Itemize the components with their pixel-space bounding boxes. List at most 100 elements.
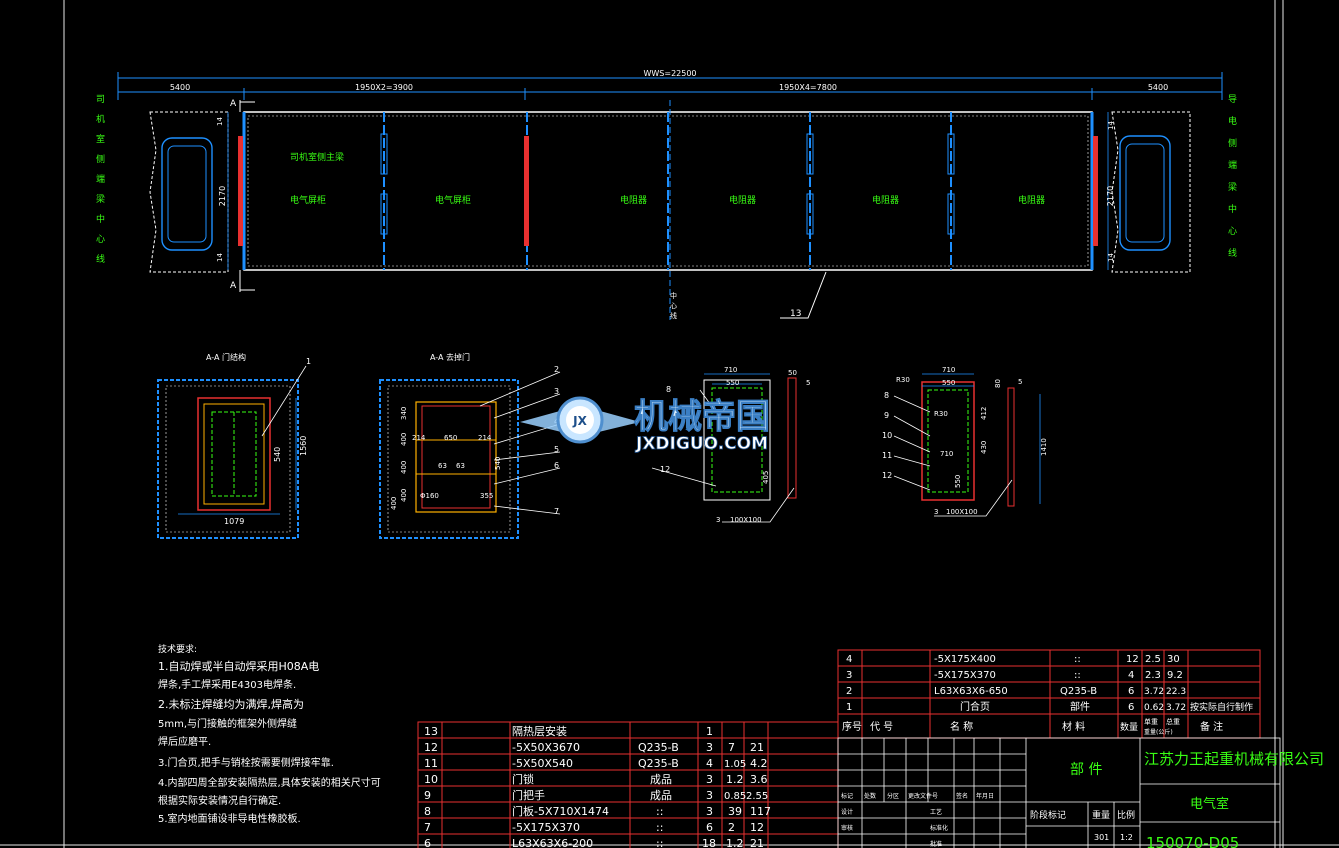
svg-text:L63X63X6-200: L63X63X6-200 (512, 837, 593, 848)
left-side-label: 司 机 室 侧 端 梁 中 心 线 (96, 94, 105, 265)
svg-text:21: 21 (750, 741, 764, 754)
svg-text:心: 心 (96, 234, 105, 245)
svg-text:材 料: 材 料 (1062, 720, 1085, 733)
svg-text:审核: 审核 (841, 824, 853, 832)
view4-callout-8: 8 (884, 391, 889, 400)
right-end-dim-text: 5400 (1148, 83, 1168, 92)
svg-text:-5X175X370: -5X175X370 (934, 670, 996, 681)
svg-text:::: :: (656, 805, 663, 818)
overall-dim-text: WWS=22500 (643, 69, 696, 78)
view4-dim-r30b: R30 (934, 410, 948, 418)
svg-text:年月日: 年月日 (976, 792, 994, 800)
view2-dim-400b: 400 (400, 461, 408, 474)
svg-text:心: 心 (1228, 226, 1237, 237)
svg-text:序号: 序号 (842, 720, 862, 733)
view2-dim-340: 340 (400, 407, 408, 420)
svg-text:::: :: (1074, 654, 1081, 665)
view2-dim-214a: 214 (412, 434, 426, 442)
svg-text:Q235-B: Q235-B (638, 757, 679, 770)
view4-dim-1410: 1410 (1040, 438, 1048, 456)
view1-h1: 1560 (299, 436, 308, 456)
view2-dim-355: 355 (480, 492, 493, 500)
view2-dim-63a: 63 (438, 462, 447, 470)
drawing-name: 电气室 (1190, 796, 1229, 812)
edge-dim-tr: 14 (1107, 121, 1115, 130)
svg-text:签名: 签名 (956, 792, 968, 800)
edge-dim-bl: 14 (216, 253, 224, 262)
svg-text:2.3: 2.3 (1145, 670, 1161, 681)
svg-text:门把手: 门把手 (512, 788, 545, 802)
company-name: 江苏力王起重机械有限公司 (1144, 750, 1324, 768)
view3-callout-12: 12 (660, 465, 670, 474)
svg-text:名 称: 名 称 (950, 720, 973, 733)
section-view-door[interactable]: A-A 门结构 1 1079 1560 540 (157, 352, 311, 539)
plan-view[interactable]: WWS=22500 5400 1950X2=3900 1950X4=7800 5… (96, 69, 1237, 320)
svg-text:1.05: 1.05 (724, 759, 746, 770)
svg-text:0.62: 0.62 (1144, 703, 1164, 713)
watermark-logo: JX 机械帝国 JXDIGUO.COM (520, 396, 771, 454)
svg-text:::: :: (656, 821, 663, 834)
door-detail-view[interactable]: 710 550 50 5 405 8 12 3 100X100 (651, 366, 810, 524)
room-item-2: 电气屏柜 (435, 194, 471, 206)
svg-text:3.6: 3.6 (750, 773, 768, 786)
edge-dim-br: 14 (1107, 253, 1115, 262)
svg-text:4: 4 (846, 654, 852, 665)
svg-text:4.2: 4.2 (750, 757, 768, 770)
section-view-frame[interactable]: A-A 去掉门 650 214 214 63 63 340 400 400 40… (379, 352, 561, 539)
bom-upper-table: 4 -5X175X400 :: 12 2.5 30 3 -5X175X370 :… (837, 649, 1261, 739)
svg-text:室: 室 (96, 133, 105, 145)
svg-text:机: 机 (96, 113, 105, 125)
view4-callout-leaders (893, 395, 931, 491)
svg-text:设计: 设计 (841, 808, 853, 816)
tech-note-line: 焊条,手工焊采用E4303电焊条. (158, 678, 296, 691)
svg-text:10: 10 (424, 773, 438, 786)
view2-callout-7: 7 (554, 507, 559, 516)
view4-dim-550: 550 (942, 379, 955, 387)
title-block: 标记 处数 分区 更改文件号 签名 年月日 设计 审核 工艺 标准化 批准 部 … (837, 737, 1324, 848)
svg-text:3: 3 (846, 670, 852, 681)
section-a-top: A (230, 99, 237, 109)
svg-text:工艺: 工艺 (930, 808, 942, 816)
view4-dim-430: 430 (980, 441, 988, 454)
svg-text:分区: 分区 (887, 792, 899, 800)
title-weight-label: 重量 (1092, 809, 1110, 821)
svg-text:6: 6 (1128, 702, 1134, 713)
door-frame-detail-view[interactable]: R30 R30 710 550 80 5 1410 412 430 550 71… (882, 366, 1048, 517)
view2-callout-5: 5 (554, 445, 559, 454)
height-dim-left: 2170 (218, 186, 227, 206)
svg-text:::: :: (1074, 670, 1081, 681)
view2-callout-3: 3 (554, 387, 559, 396)
svg-text:21: 21 (750, 837, 764, 848)
right-end-girder (1111, 111, 1191, 273)
svg-text:备 注: 备 注 (1200, 720, 1223, 733)
view2-callout-leaders (479, 371, 561, 515)
view3-dim-550: 550 (726, 379, 739, 387)
svg-text:重量(公斤): 重量(公斤) (1144, 728, 1173, 736)
svg-text:2.55: 2.55 (746, 791, 768, 802)
svg-text:端: 端 (96, 173, 105, 185)
view4-dim-710: 710 (942, 366, 955, 374)
svg-text:39: 39 (728, 805, 742, 818)
callout-13-leader (780, 271, 827, 319)
svg-text:12: 12 (424, 741, 438, 754)
title-stage-label: 阶段标记 (1030, 809, 1066, 821)
view4-weld: 3 (934, 508, 938, 516)
svg-text:2: 2 (728, 821, 735, 834)
callout-13: 13 (790, 309, 801, 319)
svg-text:1.2: 1.2 (726, 773, 744, 786)
view2-callout-6: 6 (554, 461, 559, 470)
svg-text:侧: 侧 (96, 153, 105, 165)
view4-dim-5: 5 (1018, 378, 1022, 386)
svg-text:中: 中 (96, 213, 105, 225)
svg-text:6: 6 (706, 821, 713, 834)
view4-callout-12: 12 (882, 471, 892, 480)
svg-text:8: 8 (424, 805, 431, 818)
svg-text:117: 117 (750, 805, 771, 818)
left-end-dim-text: 5400 (170, 83, 190, 92)
svg-text:3.72: 3.72 (1144, 687, 1164, 697)
svg-text:成品: 成品 (650, 773, 672, 786)
height-dimensions (227, 112, 1109, 270)
tech-note-line: 5mm,与门接触的框架外侧焊缝 (158, 717, 297, 730)
room-item-5: 电阻器 (872, 194, 899, 206)
